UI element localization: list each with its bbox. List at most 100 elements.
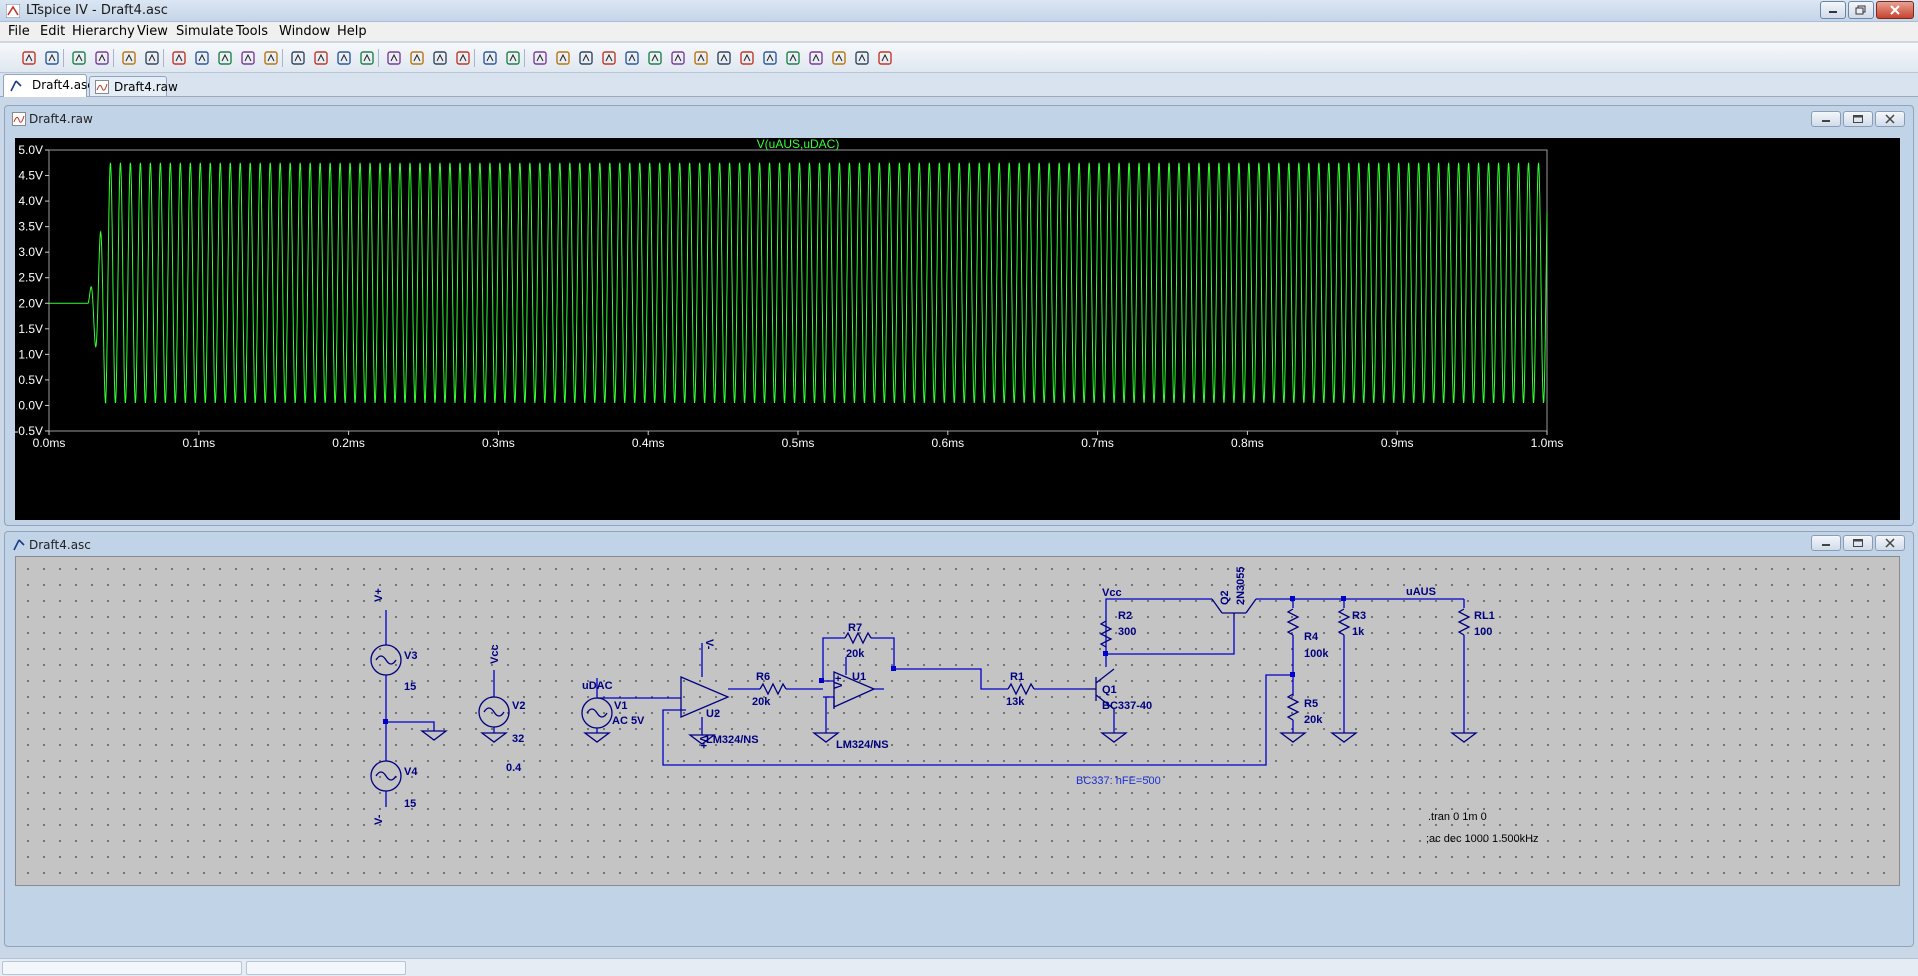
menu-edit[interactable]: Edit <box>40 24 66 39</box>
menu-view[interactable]: View <box>137 24 168 39</box>
r4-label: R4 <box>1304 631 1319 643</box>
u2-model: LM324/NS <box>706 734 759 746</box>
net-label-vcc-2: Vcc <box>1102 587 1122 599</box>
waveform-icon <box>95 80 109 94</box>
drag-button[interactable] <box>738 49 756 67</box>
minimize-button[interactable] <box>1820 1 1846 19</box>
copy-button[interactable] <box>408 49 426 67</box>
diode-icon <box>671 51 685 65</box>
restore-button[interactable] <box>1848 1 1874 19</box>
inductor-button[interactable] <box>646 49 664 67</box>
r6-label: R6 <box>756 671 770 683</box>
pan-icon <box>145 51 159 65</box>
r2-value: 300 <box>1118 626 1136 638</box>
capacitor-button[interactable] <box>623 49 641 67</box>
plot-maximize-button[interactable] <box>1843 111 1873 127</box>
autorange-button[interactable] <box>262 49 280 67</box>
move-icon <box>717 51 731 65</box>
zoom-out-icon <box>218 51 232 65</box>
toolbar-separator <box>163 49 164 67</box>
minimize-icon <box>1829 11 1837 13</box>
menu-help[interactable]: Help <box>337 24 367 39</box>
save-icon <box>72 51 86 65</box>
plot-close-button[interactable] <box>1875 111 1905 127</box>
grid-button[interactable] <box>289 49 307 67</box>
cut-button[interactable] <box>385 49 403 67</box>
schematic-canvas[interactable]: V+ V3 15 V4 15 V- Vcc V2 32 0.4 uDAC V1 … <box>15 556 1900 886</box>
menu-file[interactable]: File <box>8 24 30 39</box>
x-tick-label: 1.0ms <box>1531 436 1564 450</box>
control-panel-icon <box>95 51 109 65</box>
tab-draft4-raw[interactable]: Draft4.raw <box>89 76 178 96</box>
y-tick-label: 1.0V <box>18 347 43 361</box>
maximize-icon <box>1853 539 1863 547</box>
u1-vplus-label: V+ <box>833 675 845 689</box>
print-setup-button[interactable] <box>481 49 499 67</box>
text-button[interactable] <box>853 49 871 67</box>
toolbar-separator <box>63 49 64 67</box>
save-button[interactable] <box>70 49 88 67</box>
control-panel-button[interactable] <box>93 49 111 67</box>
q2-label: Q2 <box>1219 590 1231 605</box>
redo-button[interactable] <box>784 49 802 67</box>
menu-tools[interactable]: Tools <box>236 24 269 39</box>
v1-label: V1 <box>614 700 627 712</box>
open-button[interactable] <box>43 49 61 67</box>
status-bar <box>0 958 1918 976</box>
pan-button[interactable] <box>143 49 161 67</box>
rotate-button[interactable] <box>807 49 825 67</box>
r6-value: 20k <box>752 696 771 708</box>
tile-horizontal-button[interactable] <box>312 49 330 67</box>
resistor-button[interactable] <box>600 49 618 67</box>
mirror-button[interactable] <box>830 49 848 67</box>
menu-simulate[interactable]: Simulate <box>176 24 234 39</box>
tab-draft4-asc[interactable]: Draft4.asc <box>3 74 94 97</box>
y-tick-label: 4.5V <box>18 169 43 183</box>
label-button[interactable] <box>577 49 595 67</box>
zoom-area-button[interactable] <box>193 49 211 67</box>
y-tick-label: 3.0V <box>18 245 43 259</box>
r3-value: 1k <box>1352 626 1365 638</box>
spice-directive-button[interactable] <box>876 49 894 67</box>
grid-icon <box>291 51 305 65</box>
menu-hierarchy[interactable]: Hierarchy <box>72 24 135 39</box>
zoom-out-button[interactable] <box>216 49 234 67</box>
menu-window[interactable]: Window <box>279 24 331 39</box>
find-button[interactable] <box>454 49 472 67</box>
tab-label: Draft4.raw <box>114 80 178 94</box>
ground-button[interactable] <box>554 49 572 67</box>
net-label-udac: uDAC <box>582 680 613 692</box>
r4-value: 100k <box>1304 648 1329 660</box>
status-segment <box>246 961 406 975</box>
schematic-maximize-button[interactable] <box>1843 535 1873 551</box>
cascade-button[interactable] <box>358 49 376 67</box>
zoom-fit-icon <box>241 51 255 65</box>
run-button[interactable] <box>120 49 138 67</box>
v1-value: AC 5V <box>612 715 645 727</box>
plot-minimize-button[interactable] <box>1811 111 1841 127</box>
print-setup-icon <box>483 51 497 65</box>
r1-value: 13k <box>1006 696 1025 708</box>
tile-vertical-icon <box>337 51 351 65</box>
y-tick-label: 4.0V <box>18 194 43 208</box>
zoom-in-button[interactable] <box>170 49 188 67</box>
undo-button[interactable] <box>761 49 779 67</box>
wire-button[interactable] <box>531 49 549 67</box>
diode-button[interactable] <box>669 49 687 67</box>
close-button[interactable] <box>1876 1 1914 19</box>
zoom-fit-button[interactable] <box>239 49 257 67</box>
window-title: LTspice IV - Draft4.asc <box>26 3 168 18</box>
paste-button[interactable] <box>431 49 449 67</box>
move-button[interactable] <box>715 49 733 67</box>
run-icon <box>122 51 136 65</box>
schematic-minimize-button[interactable] <box>1811 535 1841 551</box>
component-button[interactable] <box>692 49 710 67</box>
inductor-icon <box>648 51 662 65</box>
print-button[interactable] <box>504 49 522 67</box>
tile-vertical-button[interactable] <box>335 49 353 67</box>
toolbar <box>0 43 1918 73</box>
new-schematic-button[interactable] <box>20 49 38 67</box>
schematic-close-button[interactable] <box>1875 535 1905 551</box>
